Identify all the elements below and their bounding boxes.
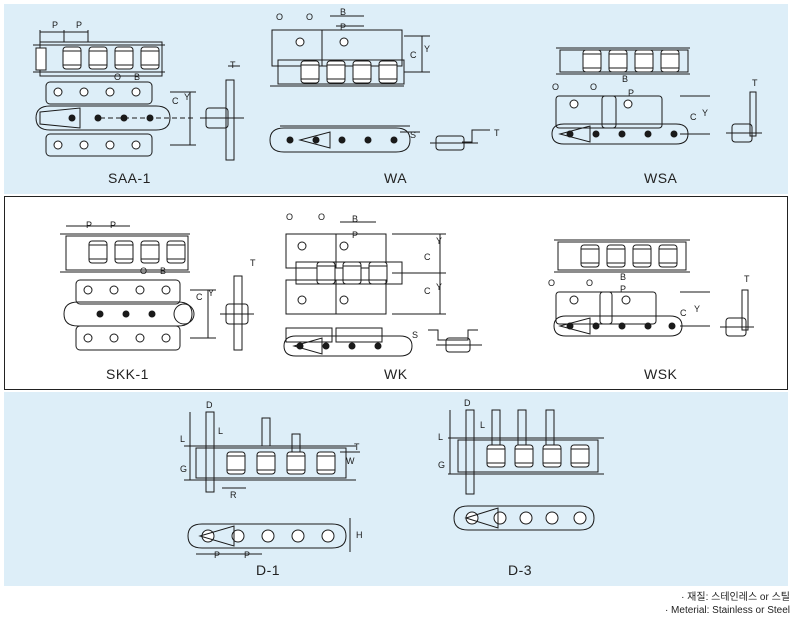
d1-p-label: P — [214, 550, 220, 560]
d3-l1-label: L — [480, 420, 485, 430]
wk-side-view — [283, 327, 413, 357]
d1-side-view — [187, 518, 351, 555]
caption-d3: D-3 — [508, 562, 533, 578]
wk-end-view — [428, 329, 482, 353]
wa-pw-label: P — [340, 22, 346, 32]
wa-bw-label: B — [340, 7, 346, 17]
d1-h-label: H — [356, 530, 363, 540]
skk1-p-label-2: P — [110, 220, 116, 230]
caption-d1: D-1 — [256, 562, 281, 578]
d1-l1-label: L — [218, 426, 223, 436]
wsk-side-view — [553, 291, 710, 337]
saa1-y1-label: Y — [184, 92, 190, 102]
wk-y-label-2: Y — [436, 282, 442, 292]
d1-w-label: W — [346, 456, 355, 466]
skk1-o1-label: O — [140, 266, 147, 276]
wsa-y1-label: Y — [702, 108, 708, 118]
wa-c-label: C — [410, 50, 417, 60]
saa1-t-label: T — [230, 60, 236, 70]
skk1-top-view — [60, 225, 190, 273]
wsk-o1-label: O — [548, 278, 555, 288]
d3-l2-label: L — [438, 432, 443, 442]
panel-attachments-a — [4, 4, 788, 194]
skk1-b-label: B — [160, 266, 166, 276]
saa1-b-label: B — [134, 72, 140, 82]
d1-t-label: T — [354, 442, 360, 452]
wsa-o1-label-2: O — [590, 82, 597, 92]
wk-o1-label: O — [286, 212, 293, 222]
wsa-c1-label: C — [690, 112, 697, 122]
wsk-end-view — [720, 289, 754, 337]
d1-p-label-2: P — [244, 550, 250, 560]
wa-t-label: T — [494, 128, 500, 138]
wa-side-view — [269, 125, 420, 153]
material-note-english: · Meterial: Stainless or Steel — [664, 605, 790, 616]
d3-d-label: D — [464, 398, 471, 408]
wsk-pw-label: P — [620, 284, 626, 294]
wsa-side-view — [551, 95, 710, 145]
saa1-c1-label: C — [172, 96, 179, 106]
saa1-side-view — [35, 81, 196, 157]
d1-top-view — [184, 411, 360, 493]
wk-pw-label: P — [352, 230, 358, 240]
wsa-top-view — [556, 47, 690, 75]
wsk-c1-label: C — [680, 308, 687, 318]
wsa-end-view — [726, 91, 762, 143]
d1-r-label: R — [230, 490, 237, 500]
skk1-p-label: P — [86, 220, 92, 230]
skk1-c1-label: C — [196, 292, 203, 302]
d1-g-label: G — [180, 464, 187, 474]
wk-y-label: Y — [436, 236, 442, 246]
skk1-y1-label: Y — [208, 288, 214, 298]
wk-bw-label: B — [352, 214, 358, 224]
caption-saa1: SAA-1 — [108, 170, 151, 186]
saa1-end-view — [200, 65, 244, 161]
caption-wsa: WSA — [644, 170, 678, 186]
caption-skk1: SKK-1 — [106, 366, 149, 382]
wsk-top-view — [554, 239, 690, 273]
panel-extended-pins — [4, 392, 788, 586]
skk1-side-view — [63, 279, 216, 351]
d1-d-label: D — [206, 400, 213, 410]
d3-g-label: G — [438, 460, 445, 470]
caption-wk: WK — [384, 366, 408, 382]
wa-top-view — [270, 15, 430, 87]
wk-o1-label-2: O — [318, 212, 325, 222]
wsa-t-label: T — [752, 78, 758, 88]
wa-o1-label: O — [276, 12, 283, 22]
caption-wa: WA — [384, 170, 408, 186]
wa-y-label: Y — [424, 44, 430, 54]
wsa-o1-label: O — [552, 82, 559, 92]
saa1-top-view — [33, 30, 165, 77]
wsk-bw-label: B — [620, 272, 626, 282]
saa1-o1-label: O — [114, 72, 121, 82]
d1-l2-label: L — [180, 434, 185, 444]
wk-c-label: C — [424, 252, 431, 262]
wsk-t-label: T — [744, 274, 750, 284]
wsk-y1-label: Y — [694, 304, 700, 314]
panel-attachments-k — [4, 196, 788, 390]
saa1-p-label: P — [52, 20, 58, 30]
skk1-t-label: T — [250, 258, 256, 268]
d3-side-view — [453, 505, 595, 531]
wa-s-label: S — [410, 130, 416, 140]
material-note-korean: · 재질: 스테인레스 or 스틸 — [681, 592, 790, 603]
wsk-o1-label-2: O — [586, 278, 593, 288]
wa-o1-label-2: O — [306, 12, 313, 22]
wk-c-label-2: C — [424, 286, 431, 296]
saa1-p-label-2: P — [76, 20, 82, 30]
wk-s-label: S — [412, 330, 418, 340]
d3-top-view — [448, 409, 604, 495]
skk1-end-view — [220, 275, 254, 351]
wk-top-view — [285, 221, 446, 315]
wsa-pw-label: P — [628, 88, 634, 98]
caption-wsk: WSK — [644, 366, 678, 382]
wa-end-view — [430, 129, 490, 151]
wsa-bw-label: B — [622, 74, 628, 84]
